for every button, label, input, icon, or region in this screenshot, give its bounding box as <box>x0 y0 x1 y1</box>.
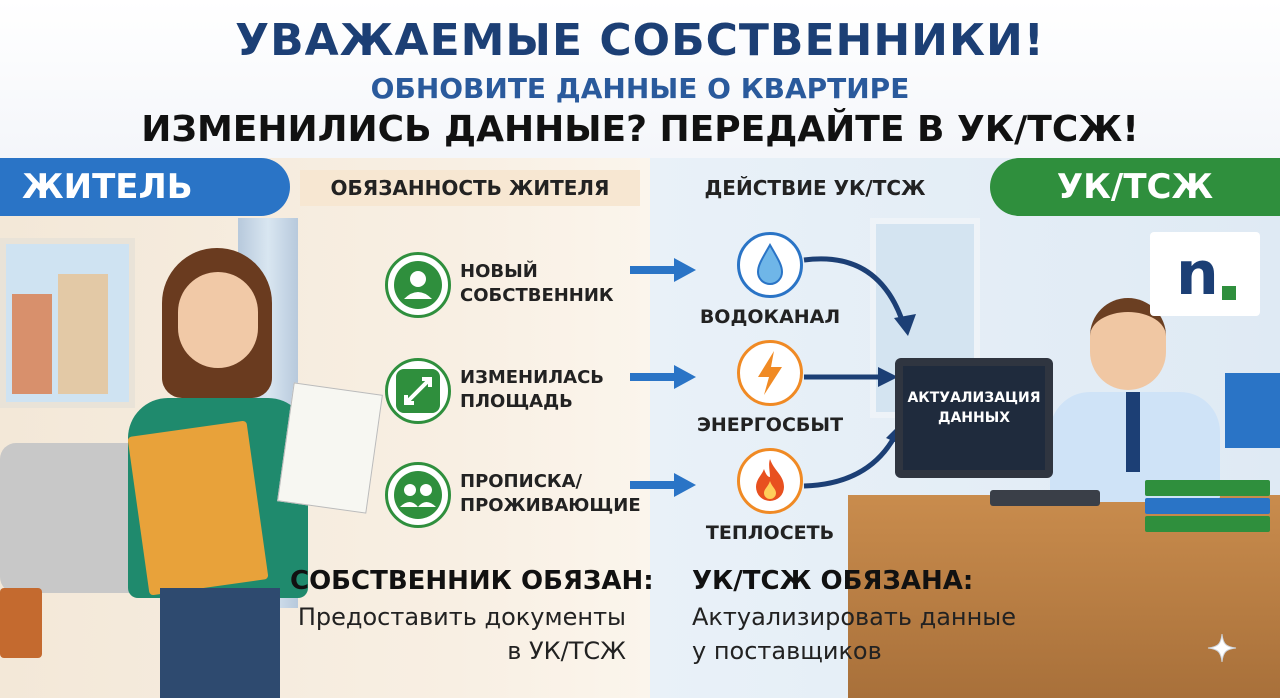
header: УВАЖАЕМЫЕ СОБСТВЕННИКИ! ОБНОВИТЕ ДАННЫЕ … <box>0 0 1280 158</box>
resident-column-header: ОБЯЗАННОСТЬ ЖИТЕЛЯ <box>300 170 640 206</box>
management-badge: УК/ТСЖ <box>990 158 1280 216</box>
service-vodokanal: ВОДОКАНАЛ <box>690 232 850 328</box>
arrow-right-icon <box>630 365 696 389</box>
logo-letter: n <box>1176 239 1219 309</box>
item-label: ИЗМЕНИЛАСЬ ПЛОЩАДЬ <box>460 367 604 412</box>
fire-icon <box>737 448 803 514</box>
sparkle-icon <box>1207 633 1237 663</box>
item-registration: ПРОПИСКА/ ПРОЖИВАЮЩИЕ <box>385 462 645 532</box>
binder-stack-illustration <box>1145 480 1270 532</box>
management-duty-text: Актуализировать данные у поставщиков <box>692 603 1017 665</box>
window-illustration <box>0 238 135 408</box>
page-tagline: ИЗМЕНИЛИСЬ ДАННЫЕ? ПЕРЕДАЙТЕ В УК/ТСЖ! <box>141 109 1139 150</box>
keyboard-illustration <box>990 490 1100 506</box>
service-label: ЭНЕРГОСБЫТ <box>696 414 844 436</box>
management-column-header: ДЕЙСТВИЕ УК/ТСЖ <box>704 176 926 200</box>
item-label: ПРОПИСКА/ ПРОЖИВАЮЩИЕ <box>460 471 641 516</box>
item-new-owner: НОВЫЙ СОБСТВЕННИК <box>385 252 645 322</box>
arrow-curved-icon <box>803 424 904 489</box>
resident-panel: ОБЯЗАННОСТЬ ЖИТЕЛЯ <box>0 158 650 698</box>
office-shelf <box>1225 373 1280 448</box>
owner-duty-text: Предоставить документы в УК/ТСЖ <box>297 603 626 665</box>
management-duty-heading: УК/ТСЖ ОБЯЗАНА: <box>692 566 974 596</box>
page-title: УВАЖАЕМЫЕ СОБСТВЕННИКИ! <box>235 15 1045 66</box>
sofa-illustration <box>0 443 150 593</box>
lightning-icon <box>737 340 803 406</box>
item-label: НОВЫЙ СОБСТВЕННИК <box>460 261 614 306</box>
arrow-right-icon <box>804 367 898 387</box>
resize-icon <box>385 358 451 424</box>
service-energosbyt: ЭНЕРГОСБЫТ <box>690 340 850 436</box>
plant-illustration <box>0 588 42 658</box>
arrow-curved-icon <box>803 256 916 336</box>
arrow-right-icon <box>630 473 696 497</box>
resident-woman-illustration <box>120 228 383 698</box>
service-label: ТЕПЛОСЕТЬ <box>705 522 835 544</box>
computer-monitor: АКТУАЛИЗАЦИЯ ДАННЫХ <box>895 358 1053 478</box>
service-teploset: ТЕПЛОСЕТЬ <box>690 448 850 544</box>
logo-dot <box>1222 286 1236 300</box>
owner-duty-heading: СОБСТВЕННИК ОБЯЗАН: <box>290 566 654 596</box>
monitor-screen-text: АКТУАЛИЗАЦИЯ ДАННЫХ <box>903 366 1045 470</box>
manager-man-illustration <box>1030 292 1260 512</box>
service-label: ВОДОКАНАЛ <box>699 306 841 328</box>
item-area-changed: ИЗМЕНИЛАСЬ ПЛОЩАДЬ <box>385 358 645 428</box>
page-subtitle: ОБНОВИТЕ ДАННЫЕ О КВАРТИРЕ <box>370 72 910 105</box>
water-drop-icon <box>737 232 803 298</box>
person-icon <box>385 252 451 318</box>
company-logo: n <box>1150 232 1260 316</box>
arrow-right-icon <box>630 258 696 282</box>
resident-badge: ЖИТЕЛЬ <box>0 158 290 216</box>
people-icon <box>385 462 451 528</box>
